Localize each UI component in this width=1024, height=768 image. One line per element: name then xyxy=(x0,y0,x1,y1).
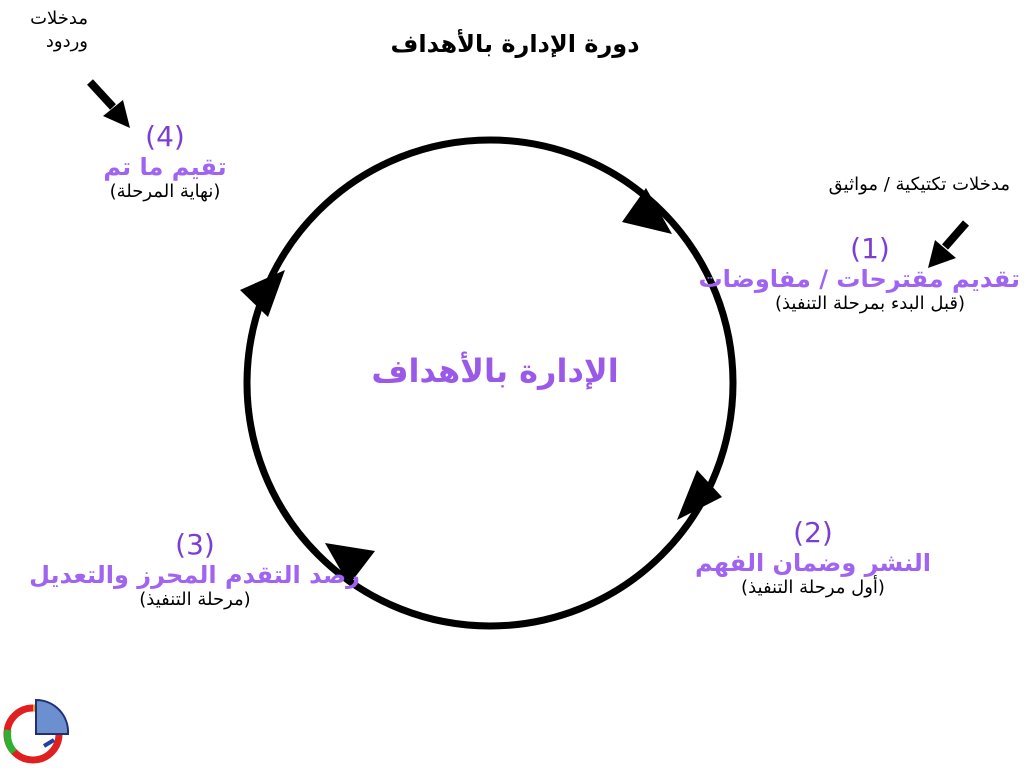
cycle-arrow-top-left xyxy=(240,270,285,317)
stage-2-number: (2) xyxy=(793,516,833,549)
stage-3-sub: (مرحلة التنفيذ) xyxy=(139,589,251,610)
center-label: الإدارة بالأهداف xyxy=(371,352,619,390)
stage-4-number: (4) xyxy=(145,120,185,153)
cycle-arrow-bottom-left xyxy=(325,543,375,585)
cycle-circle xyxy=(243,136,737,630)
input-arrow-top-right xyxy=(928,220,970,268)
stage-2: (2) النشر وضمان الفهم (أول مرحلة التنفيذ… xyxy=(688,516,938,598)
cycle-arrow-bottom-right xyxy=(677,470,722,520)
stage-1-number: (1) xyxy=(850,232,890,265)
input-arrow-top-left xyxy=(87,79,130,128)
stage-2-sub: (أول مرحلة التنفيذ) xyxy=(741,577,885,598)
stage-3-heading: رصد التقدم المحرز والتعديل xyxy=(29,561,360,589)
stage-3: (3) رصد التقدم المحرز والتعديل (مرحلة ال… xyxy=(29,528,360,610)
stage-1-sub: (قبل البدء بمرحلة التنفيذ) xyxy=(774,293,966,314)
stage-4-heading: تقيم ما تم xyxy=(103,153,227,181)
stage-2-heading: النشر وضمان الفهم xyxy=(695,549,931,577)
diagram-title: دورة الإدارة بالأهداف xyxy=(390,30,640,58)
stage-1-heading: تقديم مقترحات / مفاوضات xyxy=(698,265,1020,293)
corner-logo-icon xyxy=(3,698,70,764)
input-feedback-note: مدخلات وردود xyxy=(30,8,88,52)
tactical-inputs-note: مدخلات تكتيكية / مواثيق xyxy=(828,174,1010,195)
stage-4: (4) تقيم ما تم (نهاية المرحلة) xyxy=(60,120,270,202)
stage-4-sub: (نهاية المرحلة) xyxy=(109,181,221,202)
cycle-arrow-top-right xyxy=(622,188,672,234)
stage-1: (1) تقديم مقترحات / مفاوضات (قبل البدء ب… xyxy=(698,232,1020,314)
stage-3-number: (3) xyxy=(175,528,215,561)
